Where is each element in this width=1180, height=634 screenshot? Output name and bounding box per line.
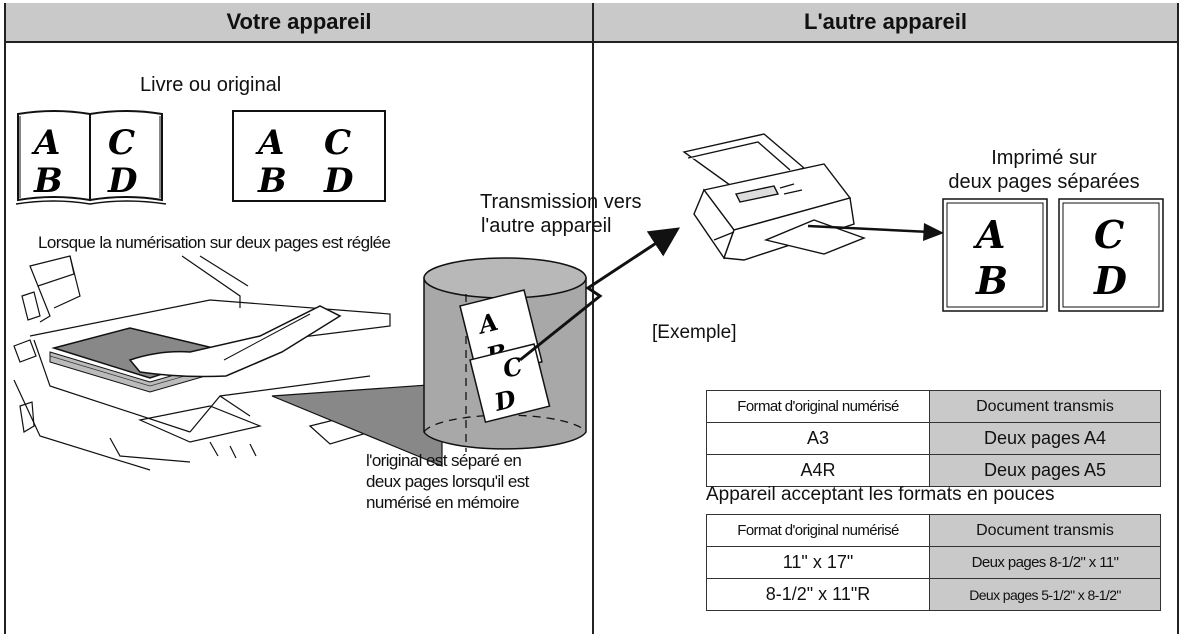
table-row: 11" x 17" Deux pages 8-1/2" x 11" [706,546,1161,579]
printed-page-1: A B [942,198,1048,312]
example-label: [Exemple] [652,322,737,343]
original-letter-c: C [324,123,351,163]
table-row: 8-1/2" x 11"R Deux pages 5-1/2" x 8-1/2" [706,578,1161,611]
printed-letter-c: C [1094,212,1124,257]
book-letter-a: A [31,123,60,163]
memory-caption-line-1: l'original est séparé en [366,451,522,470]
memory-caption-line-2: deux pages lorsqu'il est [366,472,529,491]
printed-page-2: C D [1058,198,1164,312]
book-caption: Livre ou original [140,74,282,96]
table-row: A4R Deux pages A5 [706,454,1161,487]
book-letter-d: D [107,161,138,201]
printed-letter-b: B [975,258,1008,303]
original-letter-b: B [257,161,287,201]
table-header-cell: Format d'original numérisé [706,514,930,547]
printed-letter-a: A [973,212,1005,257]
table-cell: 8-1/2" x 11"R [706,578,930,611]
transmission-line-2: l'autre appareil [480,215,612,237]
table-cell: Deux pages A5 [929,454,1161,487]
table-cell: Deux pages 8-1/2" x 11" [929,546,1161,579]
table-cell: A4R [706,454,930,487]
table-cell: 11" x 17" [706,546,930,579]
printed-caption: Imprimé sur deux pages séparées [910,146,1178,194]
example-table-metric: Format d'original numérisé Document tran… [706,390,1161,487]
book-letter-b: B [33,161,63,201]
left-header-title: Votre appareil [226,9,372,34]
scan-caption: Lorsque la numérisation sur deux pages e… [38,233,391,252]
table-header-cell: Document transmis [929,390,1161,423]
table-cell: Deux pages A4 [929,422,1161,455]
example-table-inch: Format d'original numérisé Document tran… [706,514,1161,611]
printed-caption-line-1: Imprimé sur [991,147,1097,169]
output-arrow [807,223,944,241]
memory-cylinder: A B C D [423,257,587,452]
memory-caption-line-3: numérisé en mémoire [366,493,520,512]
transmission-caption: Transmission vers l'autre appareil [480,190,642,238]
open-book-illustration: A C B D [15,110,167,205]
panel-divider [592,3,594,634]
copier-scanning-illustration [13,255,443,471]
table-header-row: Format d'original numérisé Document tran… [706,390,1161,423]
table-header-cell: Document transmis [929,514,1161,547]
table-row: A3 Deux pages A4 [706,422,1161,455]
memory-caption: l'original est séparé en deux pages lors… [366,450,529,513]
table-header-cell: Format d'original numérisé [706,390,930,423]
left-header: Votre appareil [6,3,592,43]
printed-letter-d: D [1093,258,1127,303]
transmission-arrow [519,227,681,362]
table-cell: A3 [706,422,930,455]
table-header-row: Format d'original numérisé Document tran… [706,514,1161,547]
printed-caption-line-2: deux pages séparées [948,171,1140,193]
fax-machine-illustration [682,133,866,261]
table-cell: Deux pages 5-1/2" x 8-1/2" [929,578,1161,611]
flat-original-illustration: A C B D [232,110,386,202]
book-letter-c: C [108,123,135,163]
transmission-line-1: Transmission vers [480,191,642,213]
right-header: L'autre appareil [594,3,1177,43]
right-header-title: L'autre appareil [804,9,967,34]
original-letter-d: D [323,161,354,201]
inch-caption: Appareil acceptant les formats en pouces [706,484,1055,505]
original-letter-a: A [255,123,284,163]
